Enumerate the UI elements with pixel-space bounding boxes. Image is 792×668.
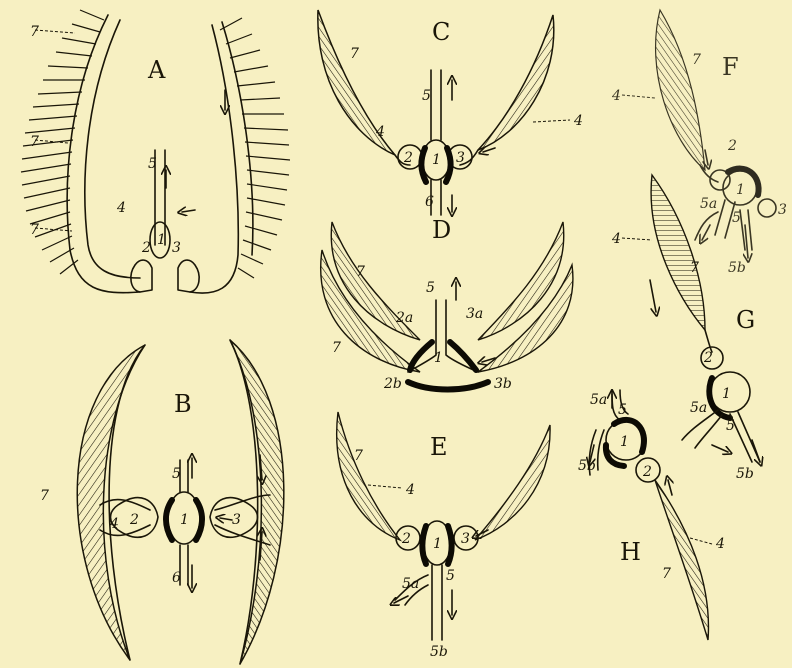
- figure-a-label-7-mid: 7: [30, 134, 39, 150]
- figure-b-label-6: 6: [172, 570, 181, 586]
- figure-h-label-1: 1: [620, 434, 629, 450]
- figure-a-right-filaments: [220, 18, 290, 278]
- figure-g-label-7: 7: [690, 260, 699, 276]
- figure-h-label-2: 2: [642, 464, 652, 480]
- figure-b: B 7 5 1 2 3 4 6: [40, 340, 284, 664]
- figure-h-label-4: 4: [715, 536, 725, 552]
- figure-c: C 7 4 4 5 1 2 3 6: [318, 10, 583, 215]
- figure-e-right-gill: [475, 425, 550, 540]
- figure-e-left-gill: [337, 412, 400, 540]
- figure-d-label-7-lower: 7: [332, 340, 341, 356]
- figure-a: A 7 7 7 5 1 2 3 4: [21, 10, 290, 293]
- figure-h-label-5: 5: [618, 402, 627, 418]
- figure-e: E 7 4 2 1 3 5a 5 5b: [337, 412, 550, 660]
- figure-c-right-gill: [478, 15, 554, 150]
- figure-e-letter: E: [430, 433, 448, 461]
- figure-e-label-4: 4: [405, 482, 415, 498]
- figure-a-label-7-top: 7: [30, 24, 39, 40]
- figure-b-label-2: 2: [129, 512, 139, 528]
- figure-f-label-1: 1: [736, 182, 745, 198]
- figure-f-label-3: 3: [778, 202, 787, 218]
- figure-h: H 5a 5 1 2 5b 7 4: [578, 390, 725, 640]
- figure-c-label-2: 2: [403, 150, 413, 166]
- figure-d-right-gill-lower: [478, 265, 573, 372]
- figure-f: F 7 4 2 1 3 5a 5 5b: [611, 10, 787, 276]
- figure-g-label-2: 2: [703, 350, 713, 366]
- figure-a-label-7-bottom: 7: [30, 222, 39, 238]
- figure-b-label-4: 4: [109, 516, 119, 532]
- figure-c-label-4-left: 4: [375, 124, 385, 140]
- figure-f-label-4: 4: [611, 88, 621, 104]
- figure-c-label-7: 7: [350, 46, 359, 62]
- figure-f-label-2: 2: [727, 138, 737, 154]
- figure-d-label-7-upper: 7: [356, 264, 365, 280]
- figure-d-letter: D: [432, 216, 451, 244]
- figure-c-label-1: 1: [432, 152, 441, 168]
- figure-d-label-5: 5: [426, 280, 435, 296]
- figure-d-label-1: 1: [434, 350, 443, 366]
- figure-f-gill: [656, 10, 705, 170]
- figure-a-letter: A: [147, 56, 166, 84]
- figure-f-label-7: 7: [692, 52, 701, 68]
- figure-b-letter: B: [174, 390, 192, 418]
- figure-c-label-3: 3: [456, 150, 465, 166]
- figure-f-label-5b: 5b: [728, 260, 746, 276]
- figure-h-label-5b: 5b: [578, 458, 596, 474]
- figure-h-letter: H: [620, 538, 641, 566]
- figure-b-label-5: 5: [172, 466, 181, 482]
- figure-g-label-1: 1: [722, 386, 731, 402]
- figure-d-label-2b: 2b: [383, 376, 402, 392]
- figure-g-label-4: 4: [611, 231, 621, 247]
- figure-c-label-4-right: 4: [573, 113, 583, 129]
- figure-g-label-5a: 5a: [690, 400, 707, 416]
- figure-g-label-5: 5: [726, 418, 735, 434]
- figure-a-label-5: 5: [148, 156, 157, 172]
- figure-a-right-gill-arch: [190, 25, 238, 293]
- figure-e-label-5: 5: [446, 568, 455, 584]
- figure-c-letter: C: [432, 18, 450, 46]
- figure-f-letter: F: [722, 53, 739, 81]
- figure-f-label-5: 5: [732, 210, 741, 226]
- figure-d-label-3a: 3a: [466, 306, 483, 322]
- figure-a-label-1: 1: [157, 232, 166, 248]
- figure-h-label-7: 7: [662, 566, 671, 582]
- figure-e-label-3: 3: [461, 531, 470, 547]
- figure-g-label-5b: 5b: [736, 466, 754, 482]
- figure-b-label-7: 7: [40, 488, 49, 504]
- figure-a-label-3: 3: [172, 240, 181, 256]
- figure-d-label-2a: 2a: [395, 310, 413, 326]
- figure-e-label-2: 2: [401, 531, 411, 547]
- figure-c-label-6: 6: [425, 194, 434, 210]
- figure-b-label-3: 3: [232, 512, 241, 528]
- figure-a-label-2: 2: [141, 240, 151, 256]
- figure-g-letter: G: [736, 306, 755, 334]
- figure-e-label-7: 7: [354, 448, 363, 464]
- figure-g-gill: [651, 175, 705, 330]
- figure-f-label-5a: 5a: [700, 196, 717, 212]
- figure-d: D 7 7 5 2a 3a 1 2b 3b: [321, 216, 573, 392]
- figure-h-gill: [655, 480, 708, 640]
- figure-a-label-4: 4: [116, 200, 126, 216]
- figure-e-label-5a: 5a: [402, 576, 419, 592]
- figure-b-label-1: 1: [180, 512, 189, 528]
- figure-h-label-5a: 5a: [590, 392, 607, 408]
- figure-e-label-1: 1: [433, 536, 442, 552]
- figure-c-label-5: 5: [422, 88, 431, 104]
- figure-d-label-3b: 3b: [494, 376, 512, 392]
- figure-e-label-5b: 5b: [430, 644, 448, 660]
